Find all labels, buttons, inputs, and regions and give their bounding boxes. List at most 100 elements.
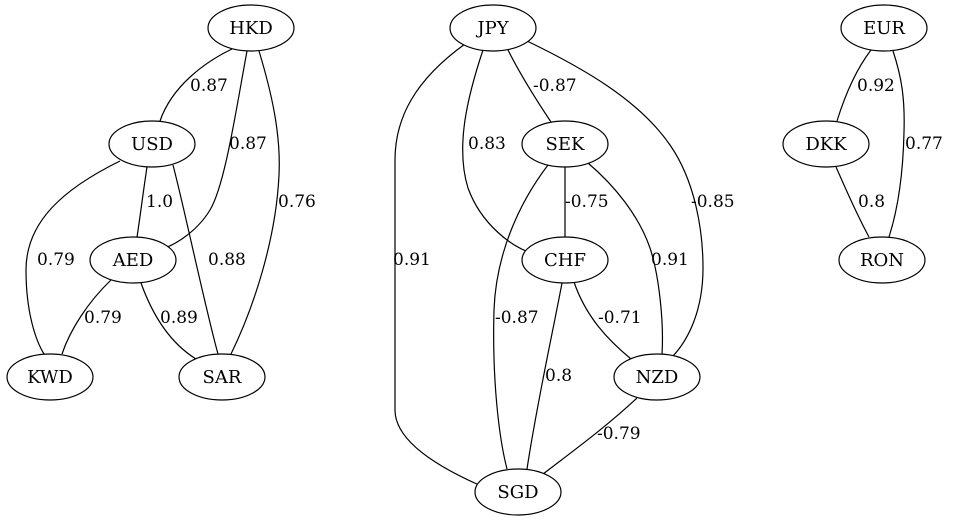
- edge-line: [394, 43, 480, 486]
- edge-jpy-sgd: 0.91: [393, 43, 480, 486]
- node-ellipse: [782, 120, 870, 168]
- edge-sek-nzd: 0.91: [587, 162, 689, 355]
- node-ellipse: [89, 236, 177, 284]
- node-label: USD: [131, 134, 173, 155]
- edge-line: [587, 162, 664, 355]
- edge-weight-label: 0.91: [651, 250, 689, 270]
- edge-eur-ron: 0.77: [888, 50, 943, 238]
- edge-line: [493, 164, 549, 470]
- edge-weight-label: 0.91: [393, 250, 431, 270]
- node-label: HKD: [229, 18, 273, 39]
- edge-line: [25, 160, 121, 355]
- node-ellipse: [840, 4, 928, 52]
- edges-layer: 0.87 0.87 0.76 1.0 0.79 0.88 0.79 0.89 -0.87 0.83…: [25, 40, 943, 486]
- edge-weight-label: 0.79: [37, 250, 75, 270]
- edge-weight-label: 0.87: [229, 134, 267, 154]
- node-label: SAR: [203, 367, 242, 388]
- node-kwd: KWD: [6, 353, 94, 401]
- edge-sek-sgd: -0.87: [493, 164, 549, 470]
- node-label: JPY: [475, 18, 509, 39]
- node-label: SGD: [497, 482, 538, 503]
- edge-weight-label: -0.87: [495, 308, 539, 328]
- node-ellipse: [613, 353, 701, 401]
- node-ellipse: [521, 236, 609, 284]
- edge-chf-sgd: 0.8: [526, 282, 572, 470]
- edge-hkd-sar: 0.76: [230, 50, 316, 355]
- edge-line: [526, 282, 563, 470]
- node-dkk: DKK: [782, 120, 870, 168]
- node-label: NZD: [636, 367, 679, 388]
- node-chf: CHF: [521, 236, 609, 284]
- edge-weight-label: 1.0: [146, 192, 173, 212]
- edge-weight-label: 0.76: [278, 192, 316, 212]
- node-sek: SEK: [521, 120, 609, 168]
- edge-usd-kwd: 0.79: [25, 160, 121, 355]
- edge-usd-sar: 0.88: [172, 164, 246, 355]
- edge-hkd-aed: 0.87: [157, 50, 267, 251]
- node-label: KWD: [27, 367, 73, 388]
- edge-weight-label: -0.79: [597, 424, 641, 444]
- node-label: RON: [860, 250, 904, 271]
- node-label: SEK: [546, 134, 585, 155]
- node-sgd: SGD: [474, 468, 562, 516]
- edge-weight-label: 0.89: [160, 308, 198, 328]
- edge-line: [136, 166, 148, 238]
- node-ellipse: [521, 120, 609, 168]
- edge-line: [61, 279, 112, 355]
- edge-dkk-ron: 0.8: [835, 166, 885, 238]
- edge-weight-label: -0.71: [598, 308, 642, 328]
- node-ellipse: [108, 120, 196, 168]
- edge-line: [230, 50, 280, 355]
- edge-line: [462, 49, 536, 255]
- node-ellipse: [6, 353, 94, 401]
- edge-weight-label: -0.85: [691, 192, 735, 212]
- edge-nzd-sgd: -0.79: [542, 397, 641, 475]
- edge-eur-dkk: 0.92: [836, 49, 895, 122]
- edge-weight-label: 0.83: [468, 134, 506, 154]
- edge-usd-aed: 1.0: [136, 166, 173, 238]
- edge-weight-label: 0.88: [208, 250, 246, 270]
- node-ellipse: [207, 4, 295, 52]
- node-nzd: NZD: [613, 353, 701, 401]
- edge-line: [526, 40, 704, 357]
- edge-aed-kwd: 0.79: [61, 279, 122, 355]
- edge-weight-label: -0.75: [565, 192, 609, 212]
- node-sar: SAR: [178, 353, 266, 401]
- node-ellipse: [474, 468, 562, 516]
- edge-weight-label: 0.92: [857, 76, 895, 96]
- node-label: CHF: [544, 250, 586, 271]
- edge-jpy-chf: 0.83: [462, 49, 536, 255]
- edge-weight-label: 0.8: [858, 192, 885, 212]
- edge-aed-sar: 0.89: [140, 282, 198, 360]
- edge-line: [507, 49, 552, 123]
- edge-sek-chf: -0.75: [564, 167, 609, 237]
- node-ellipse: [449, 4, 537, 52]
- node-ron: RON: [838, 236, 926, 284]
- node-usd: USD: [108, 120, 196, 168]
- edge-line: [573, 281, 632, 360]
- node-aed: AED: [89, 236, 177, 284]
- edge-weight-label: 0.77: [905, 134, 943, 154]
- node-ellipse: [838, 236, 926, 284]
- edge-line: [140, 282, 197, 360]
- edge-jpy-sek: -0.87: [507, 49, 577, 123]
- edge-hkd-usd: 0.87: [159, 48, 233, 122]
- node-label: EUR: [863, 18, 905, 39]
- edge-line: [835, 166, 870, 238]
- edge-line: [157, 50, 248, 251]
- node-hkd: HKD: [207, 4, 295, 52]
- nodes-layer: HKD USD AED KWD SAR JPY SEK CHF NZD SGD EUR DKK RON: [6, 4, 928, 516]
- node-eur: EUR: [840, 4, 928, 52]
- node-label: AED: [112, 250, 154, 271]
- node-label: DKK: [805, 134, 847, 155]
- edge-weight-label: 0.8: [545, 366, 572, 386]
- node-jpy: JPY: [449, 4, 537, 52]
- edge-line: [836, 49, 872, 122]
- edge-weight-label: -0.87: [533, 76, 577, 96]
- edge-line: [542, 397, 638, 475]
- node-ellipse: [178, 353, 266, 401]
- edge-line: [888, 50, 905, 238]
- edge-line: [159, 48, 233, 122]
- edge-line: [172, 164, 219, 355]
